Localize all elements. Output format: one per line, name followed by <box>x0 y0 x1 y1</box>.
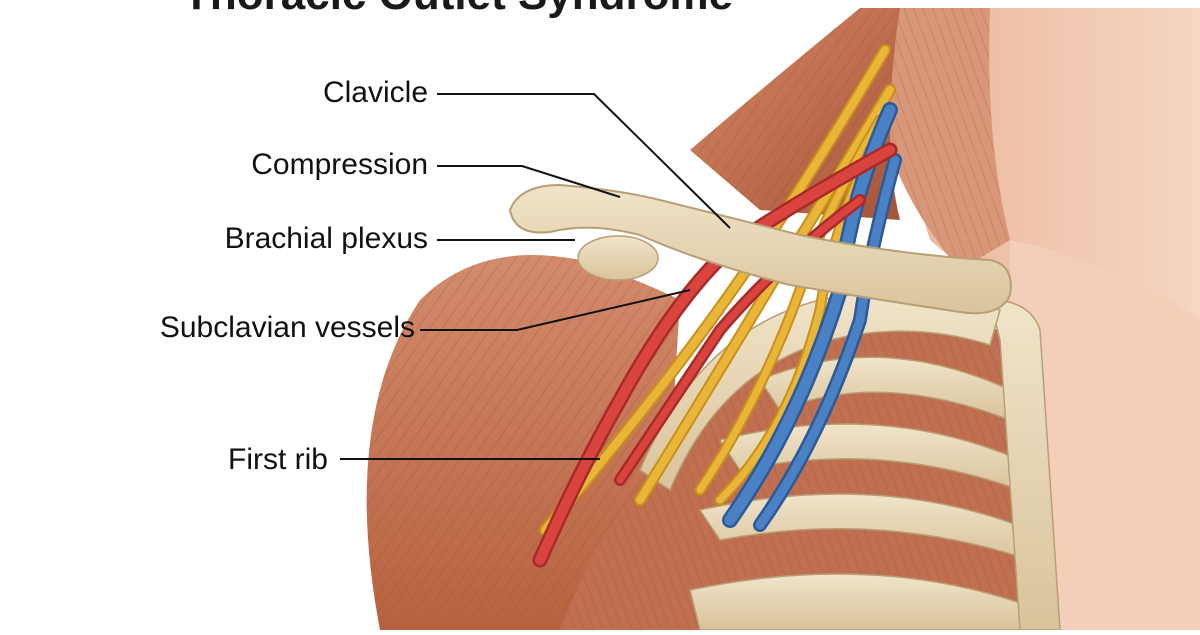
clavicle-leader <box>437 93 731 229</box>
subclavian-vessels-leader <box>420 289 691 331</box>
acromion-process <box>577 235 659 281</box>
clavicle-bone <box>508 183 1012 315</box>
neck-muscle-fibers <box>860 8 1010 270</box>
label-compression: Compression <box>251 148 428 181</box>
chest-skin <box>1010 240 1200 630</box>
label-clavicle: Clavicle <box>322 76 428 109</box>
compression-leader <box>437 165 621 198</box>
page-title: Thoracic Outlet Syndrome <box>183 0 733 20</box>
label-brachial-plexus: Brachial plexus <box>224 222 428 255</box>
subclavian-vein <box>722 102 902 532</box>
deltoid-fibers <box>366 255 680 630</box>
label-first-rib: First rib <box>228 443 328 476</box>
leader-lines <box>340 93 731 460</box>
label-subclavian-vessels: Subclavian vessels <box>159 311 415 344</box>
